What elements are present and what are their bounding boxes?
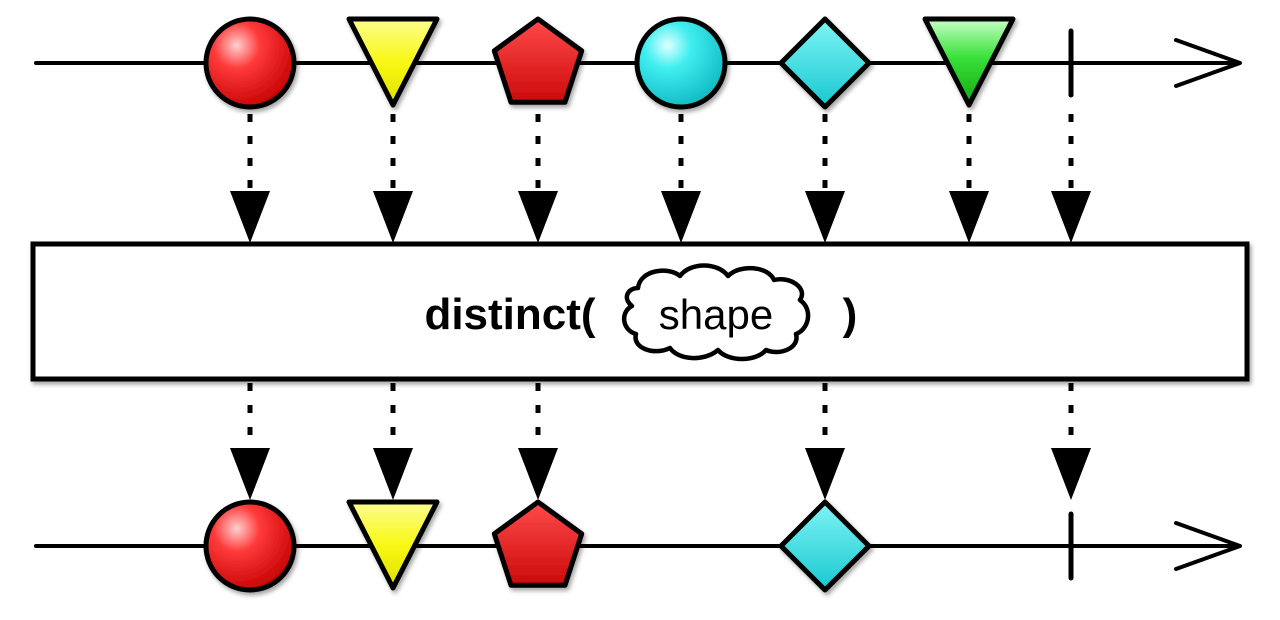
operator-name: distinct( [424, 290, 595, 339]
input-red-circle [203, 16, 297, 110]
input-arrowhead [518, 191, 558, 243]
input-arrowhead [373, 191, 413, 243]
parameter-label: shape [659, 291, 773, 338]
input-connector [373, 114, 413, 243]
output-red-circle [203, 499, 297, 593]
output-marbles [203, 499, 1074, 593]
output-connector [1051, 383, 1091, 500]
operator-box: distinct( shape ) [30, 241, 1250, 382]
output-cyan-diamond [778, 499, 872, 593]
output-connector [518, 383, 558, 500]
output-connector [373, 383, 413, 500]
output-connectors [230, 383, 1091, 500]
input-connectors [230, 114, 1091, 243]
output-arrowhead [230, 448, 270, 500]
input-arrowhead [661, 191, 701, 243]
output-yellow-triangle [346, 499, 440, 591]
input-arrowhead [1051, 191, 1091, 243]
output-connector [805, 383, 845, 500]
output-red-pentagon [491, 499, 585, 588]
input-red-pentagon [491, 16, 585, 105]
input-cyan-circle [634, 16, 728, 110]
output-arrowhead [518, 448, 558, 500]
input-arrowhead [805, 191, 845, 243]
input-connector [518, 114, 558, 243]
operator-close-paren: ) [843, 290, 858, 339]
input-connector [230, 114, 270, 243]
input-arrowhead [230, 191, 270, 243]
input-arrowhead [949, 191, 989, 243]
input-green-triangle [922, 16, 1016, 108]
input-connector [661, 114, 701, 243]
output-connector [230, 383, 270, 500]
parameter-cloud [622, 263, 811, 362]
input-connector [949, 114, 989, 243]
input-cyan-diamond [778, 16, 872, 110]
output-arrowhead [373, 448, 413, 500]
output-arrowhead [805, 448, 845, 500]
output-arrowhead [1051, 448, 1091, 500]
input-marbles [203, 16, 1074, 110]
input-connector [1051, 114, 1091, 243]
input-yellow-triangle [346, 16, 440, 108]
input-connector [805, 114, 845, 243]
